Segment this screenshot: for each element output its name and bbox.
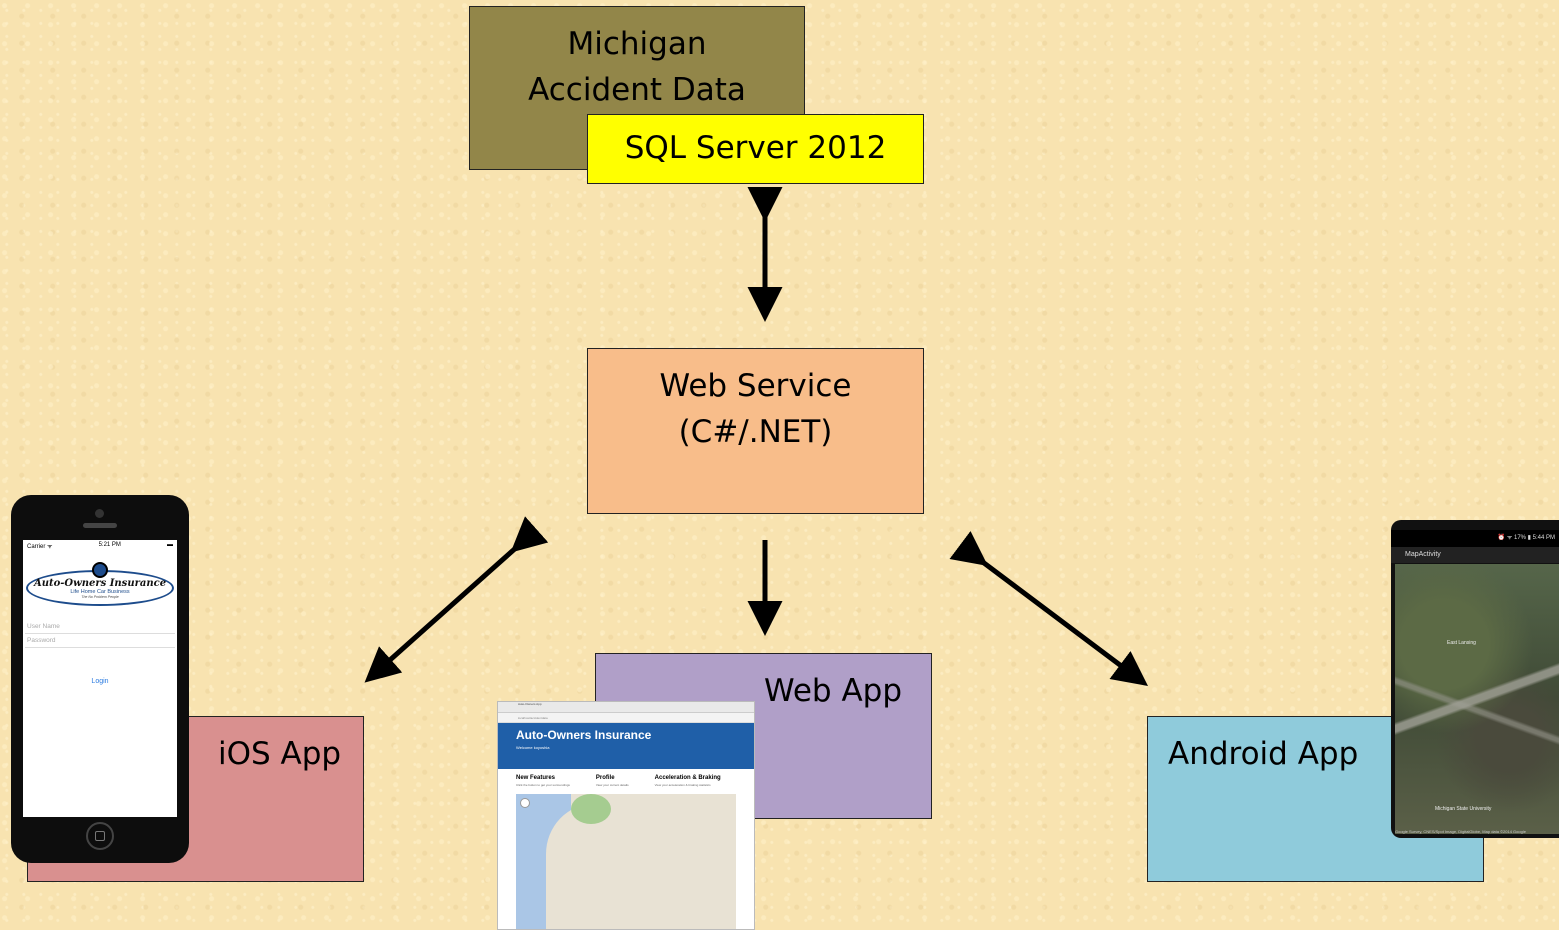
camera-icon [95,509,104,518]
logo-sub: Life Home Car Business [70,589,130,595]
column-desc: View your acceleration & braking statist… [654,783,711,787]
ios-screen: Carrier ᯤ 5:21 PM ▬ Auto-Owners Insuranc… [23,540,177,817]
map-pan-control-icon[interactable] [520,798,530,808]
android-action-bar: MapActivity [1391,547,1559,563]
database-title-line1: Michigan [567,26,707,62]
webservice-android-arrow [949,531,1148,686]
sql-server-label: SQL Server 2012 [624,130,887,166]
database-title-line2: Accident Data [528,72,746,108]
satellite-map[interactable]: East Lansing Michigan State University [1395,564,1559,834]
android-status-bar: ⏰ ᯤ 17% ▮ 5:44 PM [1391,530,1559,547]
column-desc: View your current details [595,783,629,787]
logo-name: Auto-Owners Insurance [33,578,167,589]
address-bar: localhost/accidentdata [498,713,754,723]
michigan-map[interactable] [516,794,736,929]
sql-server-box: SQL Server 2012 [587,114,924,184]
eagle-icon [92,562,108,578]
map-attribution: Google Survey, CNES/Spot Image, DigitalG… [1395,829,1526,834]
ios-phone-screenshot: Carrier ᯤ 5:21 PM ▬ Auto-Owners Insuranc… [11,495,189,863]
battery-icon: ▬ [167,542,173,548]
web-header: Auto-Owners Insurance Welcome koyoshia [498,723,754,769]
map-label-east-lansing: East Lansing [1447,640,1476,646]
column-heading: New Features [516,775,556,781]
column-desc: Click the button to get your surrounding… [516,783,570,787]
ios-carrier: Carrier ᯤ [27,544,53,550]
auto-owners-logo: Auto-Owners Insurance Life Home Car Busi… [26,562,174,606]
webservice-ios-arrow [364,516,549,683]
logo-tag: The No Problem People [81,595,119,599]
web-title: Auto-Owners Insurance [516,728,652,742]
browser-tab: Auto-Owners App [498,702,754,713]
web-service-line1: Web Service [659,368,852,404]
web-subtitle: Welcome koyoshia [516,745,550,750]
home-button [86,822,114,850]
column-heading: Acceleration & Braking [654,775,721,781]
web-service-line2: (C#/.NET) [678,414,833,450]
speaker-icon [83,523,117,528]
android-app-label: Android App [1168,736,1359,772]
web-app-label: Web App [764,673,903,709]
username-field[interactable]: User Name [25,620,175,634]
column-heading: Profile [595,775,615,781]
android-phone-screenshot: ⏰ ᯤ 17% ▮ 5:44 PM MapActivity East Lansi… [1391,520,1559,838]
ios-app-label: iOS App [218,736,342,772]
web-app-box: Web App [595,653,932,819]
web-app-screenshot: Auto-Owners App localhost/accidentdata A… [497,701,755,930]
ios-status-bar: Carrier ᯤ 5:21 PM ▬ [23,540,177,552]
ios-time: 5:21 PM [98,542,121,548]
web-service-box: Web Service (C#/.NET) [587,348,924,514]
password-field[interactable]: Password [25,634,175,648]
map-label-msu: Michigan State University [1435,806,1492,812]
login-button[interactable]: Login [91,678,109,685]
